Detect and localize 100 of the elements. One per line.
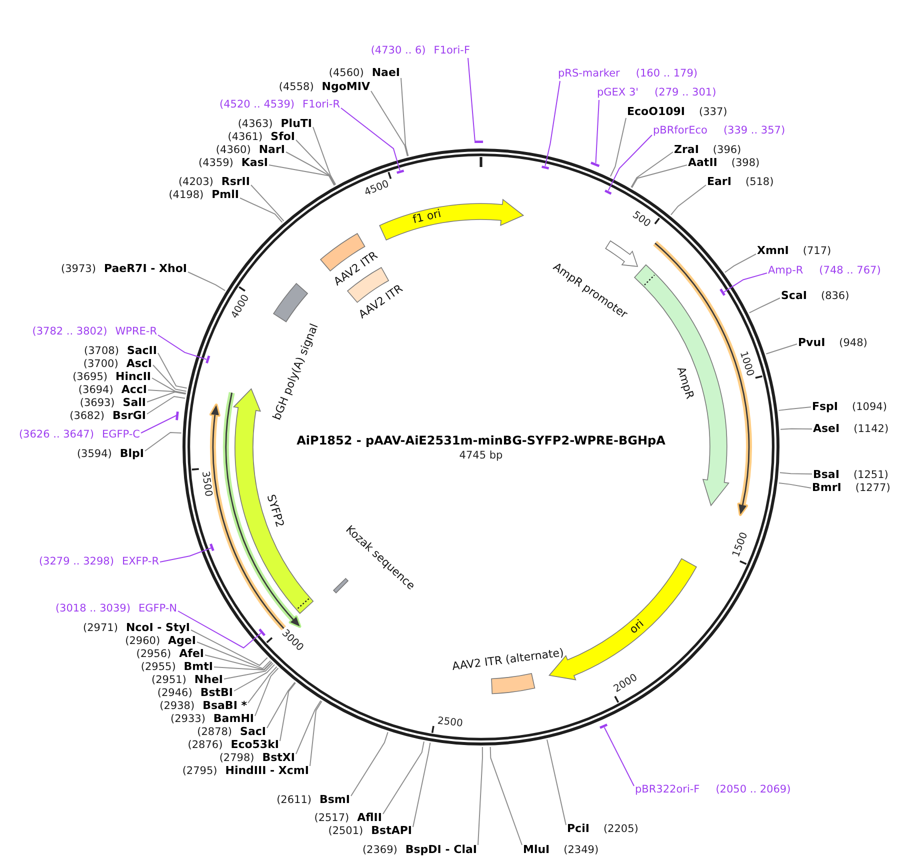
enzyme-name: BmrI (812, 481, 842, 494)
enzyme-name: NaeI (372, 66, 400, 79)
enzyme-name: AgeI (168, 634, 196, 647)
site-position: (3682) (70, 410, 105, 423)
leader-line (779, 472, 812, 474)
leader-line (146, 392, 186, 402)
primer-location: (339 .. 357) (723, 124, 786, 138)
leader-line (490, 746, 522, 846)
leader-line (286, 152, 336, 186)
site-position: (2205) (603, 823, 638, 836)
site-position: (2878) (197, 726, 232, 739)
leader-line (158, 334, 207, 360)
feature-label: SYFP2 (264, 493, 286, 530)
enzyme-name: MluI (523, 843, 550, 856)
leader-line (152, 378, 186, 394)
site-position: (4560) (328, 67, 364, 80)
leader-line (146, 396, 186, 414)
leader-line (631, 164, 688, 188)
primer-location: (748 .. 767) (819, 264, 881, 278)
leader-line (412, 742, 431, 828)
site-position: (1094) (852, 401, 887, 414)
leader-line (604, 726, 634, 786)
site-position: (3708) (84, 345, 119, 358)
site-position: (4198) (168, 189, 204, 202)
site-position: (2951) (151, 674, 186, 687)
tick-label: 1000 (738, 350, 755, 378)
enzyme-name: BstAPI (371, 824, 412, 837)
leader-line (234, 664, 275, 692)
leader-line (310, 700, 322, 766)
site-position: (396) (712, 144, 742, 157)
site-position: (2517) (314, 812, 350, 825)
primer-location: (4520 .. 4539) (220, 98, 295, 112)
leader-line (350, 732, 388, 796)
site-position: (4360) (216, 144, 251, 157)
primer-name: F1ori-R (302, 98, 340, 112)
enzyme-name: Eco53kI (230, 738, 279, 751)
site-position: (2611) (276, 794, 312, 807)
leader-line (778, 406, 812, 411)
leader-line (546, 739, 566, 826)
leader-line (296, 700, 322, 754)
enzyme-name: PluTI (280, 117, 312, 130)
site-position: (337) (699, 106, 728, 119)
site-position: (2798) (219, 752, 254, 765)
leader-line (724, 272, 768, 292)
site-position: (948) (839, 337, 868, 350)
leader-line (254, 668, 279, 716)
feature-label: ori (627, 618, 646, 636)
leader-line (190, 630, 268, 666)
site-position: (1142) (854, 423, 889, 436)
site-position: (2795) (182, 765, 218, 778)
leader-line (724, 254, 756, 273)
leader-line (280, 682, 296, 742)
enzyme-name: ScaI (781, 289, 807, 302)
site-position: (717) (802, 245, 832, 258)
primer-location: (4730 .. 6) (370, 44, 426, 58)
enzyme-name: FspI (812, 400, 838, 413)
leader-line (250, 184, 284, 222)
site-position: (4361) (228, 131, 263, 144)
site-position: (3694) (78, 384, 114, 397)
enzyme-name: NheI (194, 673, 223, 686)
enzyme-name: BstXI (262, 751, 295, 764)
plasmid-title: AiP1852 - pAAV-AiE2531m-minBG-SYFP2-WPRE-BGHpA (296, 434, 666, 448)
leader-line (544, 80, 560, 166)
primer-name: EGFP-C (102, 428, 140, 442)
site-position: (2933) (170, 713, 206, 726)
primer-name: EXFP-R (122, 556, 159, 568)
leader-line (766, 344, 798, 354)
enzyme-name: PmlI (212, 188, 239, 201)
site-position: (4203) (178, 176, 214, 189)
enzyme-name: SacI (240, 725, 266, 738)
leader-line (670, 184, 706, 216)
site-position: (2369) (362, 844, 398, 857)
sequence-length: 4745 bp (459, 450, 503, 462)
site-position: (3695) (72, 371, 108, 384)
enzyme-name: SacII (126, 344, 157, 357)
enzyme-name: AfeI (179, 647, 204, 660)
enzyme-name: NgoMIV (322, 80, 370, 93)
leader-line (188, 272, 226, 292)
enzyme-name: BsaBI * (202, 699, 247, 712)
primer-location: (279 .. 301) (654, 86, 716, 100)
primer-name: pRS-marker (558, 68, 620, 80)
enzyme-name: HincII (115, 370, 151, 383)
site-position: (2955) (140, 661, 176, 674)
site-position: (836) (820, 290, 850, 303)
enzyme-name: AscI (126, 357, 152, 370)
primer-name: pBRforEco (653, 124, 708, 138)
site-position: (2876) (188, 739, 223, 752)
primer-name: pBR322ori-F (635, 784, 700, 796)
tick-label: 2500 (436, 716, 464, 730)
site-position: (3700) (83, 358, 118, 371)
enzyme-name: AccI (121, 383, 147, 396)
leader-line (140, 415, 177, 434)
enzyme-name: BsaI (813, 468, 840, 481)
site-position: (2971) (83, 622, 118, 635)
site-position: (4363) (238, 118, 273, 131)
primer-location: (2050 .. 2069) (716, 784, 791, 796)
tick-label: 4500 (364, 180, 391, 198)
site-position: (2956) (136, 648, 172, 661)
enzyme-name: BspDI - ClaI (405, 843, 477, 856)
site-position: (3693) (80, 397, 115, 410)
